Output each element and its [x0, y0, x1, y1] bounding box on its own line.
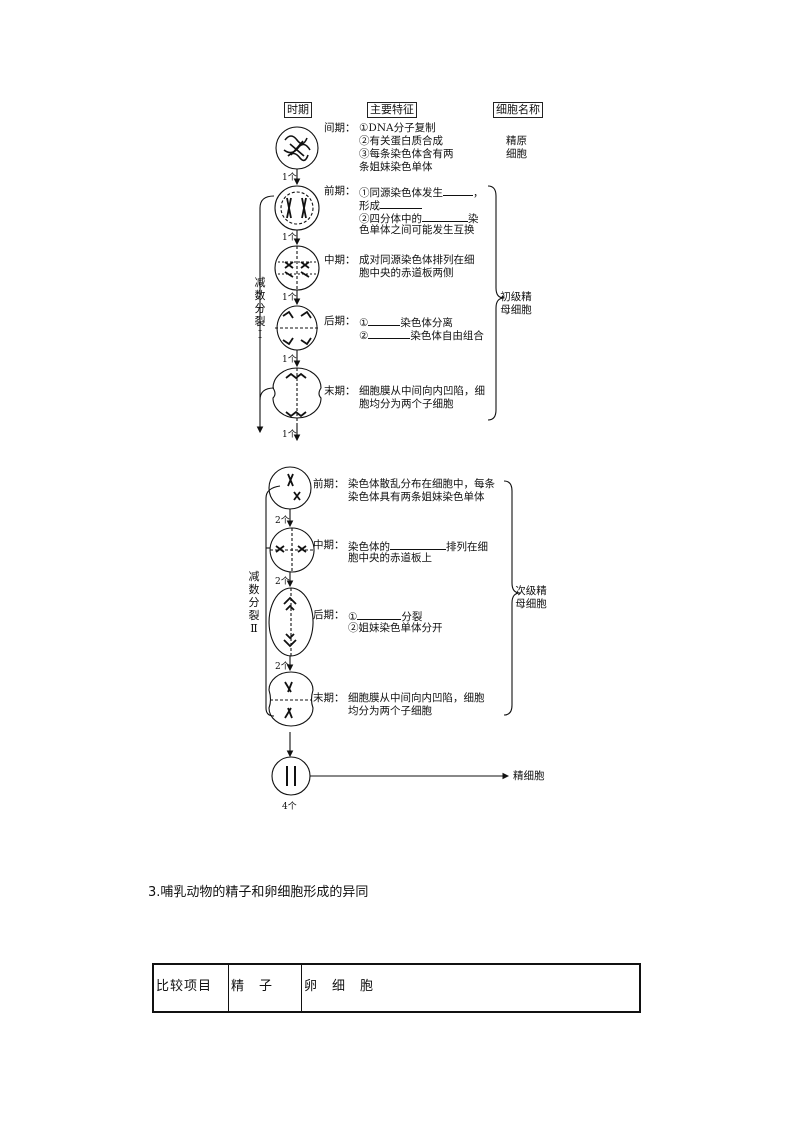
header-period: 时期 [284, 102, 312, 118]
mi-prophase-feature-1: ①同源染色体发生， [359, 185, 484, 199]
interphase-feature-1: ①DNA分子复制 [359, 122, 436, 134]
table-row: 比较项目 精 子 卵 细 胞 [153, 964, 640, 1012]
count-label: 2个 [275, 662, 290, 672]
interphase-cell-name: 精原 细胞 [506, 135, 527, 160]
mii-telophase-label: 末期： [313, 692, 345, 704]
interphase-feature-3: ③每条染色体含有两 [359, 148, 454, 160]
mi-cell-name: 初级精母细胞 [500, 291, 532, 316]
mii-anaphase-cell [268, 587, 314, 657]
interphase-feature-2: ②有关蛋白质合成 [359, 135, 443, 147]
table-header-cell: 比较项目 [156, 979, 213, 994]
mi-telophase-feature-1: 细胞膜从中间向内凹陷，细 [359, 385, 485, 397]
mii-prophase-label: 前期： [313, 478, 345, 490]
mii-label: 减数分裂Ⅱ [248, 570, 260, 635]
mi-anaphase-label: 后期： [324, 315, 356, 327]
mi-metaphase-label: 中期： [324, 254, 356, 266]
section-title: 3.哺乳动物的精子和卵细胞形成的异同 [148, 885, 369, 900]
mi-prophase-feature-3: ②四分体中的染 [359, 211, 479, 225]
count-label: 1个 [282, 430, 297, 440]
answer-blank[interactable] [380, 198, 422, 209]
mii-telophase-cell [268, 671, 314, 727]
answer-blank[interactable] [357, 609, 402, 620]
interphase-label: 间期： [324, 122, 356, 134]
sperm-label: 精细胞 [513, 770, 545, 782]
mi-metaphase-feature-1: 成对同源染色体排列在细 [359, 254, 475, 266]
mii-anaphase-label: 后期： [313, 609, 345, 621]
mii-anaphase-feature-2: ②姐妹染色单体分开 [348, 622, 443, 634]
answer-blank[interactable] [390, 539, 446, 550]
mi-telophase-label: 末期： [324, 385, 356, 397]
header-features: 主要特征 [367, 102, 417, 118]
mii-prophase-cell [268, 466, 312, 510]
answer-blank[interactable] [422, 211, 468, 222]
mi-metaphase-feature-2: 胞中央的赤道板两侧 [359, 267, 454, 279]
mii-prophase-feature-1: 染色体散乱分布在细胞中，每条 [348, 478, 495, 490]
count-label: 2个 [275, 577, 290, 587]
answer-blank[interactable] [443, 185, 473, 196]
mii-cell-name: 次级精母细胞 [515, 585, 547, 610]
count-label: 4个 [282, 802, 297, 812]
mi-telophase-cell [272, 367, 322, 424]
count-label: 1个 [282, 293, 297, 303]
header-cell-name: 细胞名称 [493, 102, 543, 118]
mii-metaphase-cell [269, 527, 315, 573]
mii-right-brace [503, 480, 521, 716]
count-label: 1个 [282, 233, 297, 243]
table-header-cell: 精 子 [228, 964, 302, 1012]
count-label: 1个 [282, 355, 297, 365]
mii-telophase-feature-1: 细胞膜从中间向内凹陷，细胞 [348, 692, 485, 704]
count-label: 2个 [275, 516, 290, 526]
table-header-cell: 卵 细 胞 [301, 964, 640, 1012]
mi-metaphase-cell [274, 245, 320, 291]
answer-blank[interactable] [368, 328, 411, 339]
interphase-cell [275, 126, 319, 170]
mi-prophase-feature-2: 形成 [359, 198, 422, 213]
mi-left-bracket [256, 195, 275, 434]
count-label: 1个 [282, 173, 297, 183]
mii-metaphase-label: 中期： [313, 539, 345, 551]
answer-blank[interactable] [368, 315, 401, 326]
mii-metaphase-feature-1: 染色体的排列在细 [348, 539, 488, 553]
mii-telophase-feature-2: 均分为两个子细胞 [348, 705, 432, 717]
comparison-table: 比较项目 精 子 卵 细 胞 [152, 963, 641, 1013]
mi-telophase-feature-2: 胞均分为两个子细胞 [359, 398, 454, 410]
mii-metaphase-feature-2: 胞中央的赤道板上 [348, 552, 432, 564]
mi-right-brace [487, 185, 505, 421]
mi-prophase-feature-4: 色单体之间可能发生互换 [359, 224, 475, 236]
mii-left-bracket [265, 485, 281, 717]
mi-prophase-cell [274, 185, 320, 231]
mii-prophase-feature-2: 染色体具有两条姐妹染色单体 [348, 491, 485, 503]
sperm-cell [271, 756, 311, 796]
mi-anaphase-cell [275, 305, 319, 351]
mi-label: 减数分裂Ⅰ [254, 276, 266, 341]
interphase-feature-4: 条姐妹染色单体 [359, 161, 433, 173]
mi-prophase-label: 前期： [324, 185, 356, 197]
